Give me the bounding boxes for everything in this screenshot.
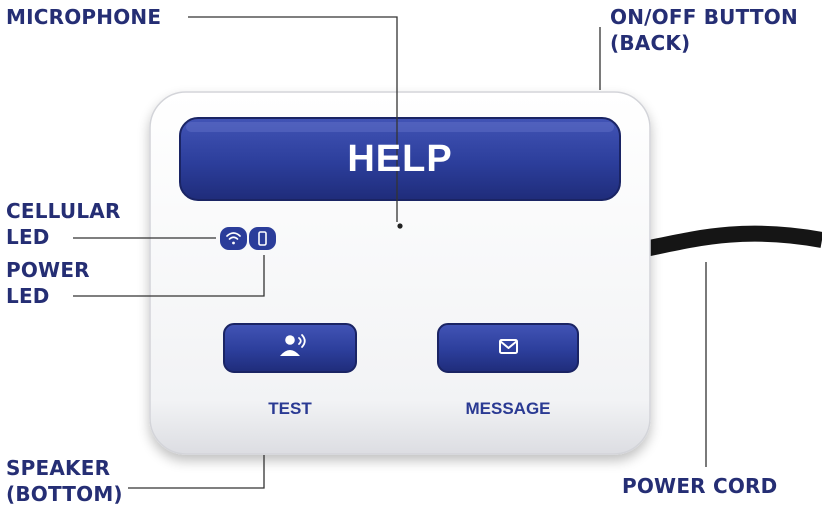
- power-cord: [640, 234, 822, 250]
- power-led-label-line1: POWER: [6, 257, 90, 283]
- microphone-label: MICROPHONE: [6, 4, 161, 30]
- power-cord-label: POWER CORD: [622, 473, 777, 499]
- speaker-leader: [128, 455, 264, 488]
- help-label: HELP: [180, 134, 620, 184]
- on-off-button-label: ON/OFF BUTTON (BACK): [610, 4, 798, 56]
- message-button: [438, 324, 578, 372]
- power-led: [249, 227, 276, 250]
- on-off-button-label-line2: (BACK): [610, 30, 798, 56]
- speaker-label-line1: SPEAKER: [6, 455, 123, 481]
- on-off-button-label-line1: ON/OFF BUTTON: [610, 4, 798, 30]
- power-led-label: POWER LED: [6, 257, 90, 309]
- message-label: MESSAGE: [438, 398, 578, 420]
- microphone-hole: [397, 223, 402, 228]
- cellular-led-label-line1: CELLULAR: [6, 198, 121, 224]
- power-led-label-line2: LED: [6, 283, 90, 309]
- speaker-label: SPEAKER (BOTTOM): [6, 455, 123, 507]
- test-label: TEST: [224, 398, 356, 420]
- speaker-label-line2: (BOTTOM): [6, 481, 123, 507]
- cellular-led-label: CELLULAR LED: [6, 198, 121, 250]
- cellular-led-label-line2: LED: [6, 224, 121, 250]
- test-button: [224, 324, 356, 372]
- cellular-led: [220, 227, 247, 250]
